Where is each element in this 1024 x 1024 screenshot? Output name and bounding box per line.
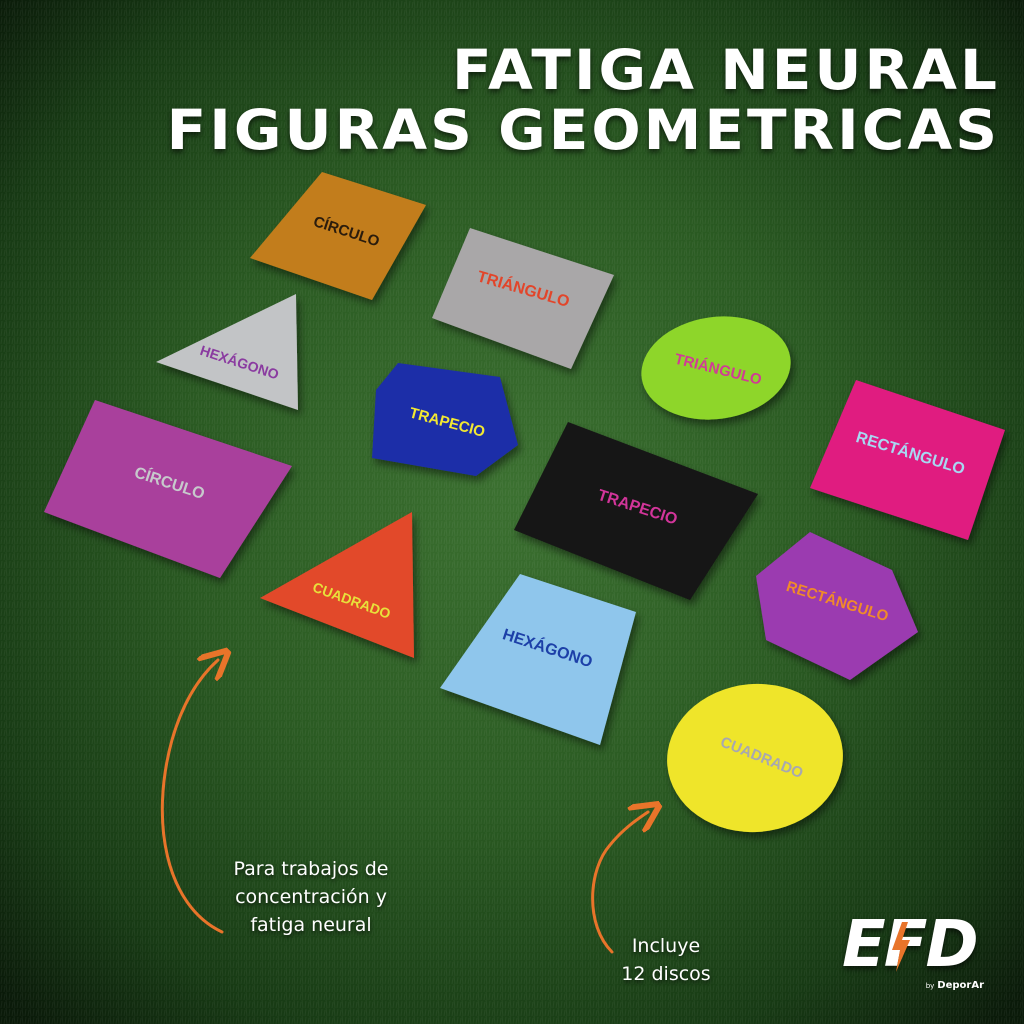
caption-line: concentración y: [235, 886, 387, 908]
caption-concentration: Para trabajos de concentración y fatiga …: [196, 855, 426, 939]
logo-brand-name: DeporAr: [937, 980, 984, 991]
caption-line: Para trabajos de: [233, 858, 389, 880]
disc-orange-square[interactable]: CÍRCULO: [250, 172, 426, 300]
disc-red-triangle[interactable]: CUADRADO: [260, 512, 414, 658]
caption-line: fatiga neural: [250, 914, 372, 936]
disc-black-rectangle[interactable]: TRAPECIO: [514, 422, 758, 600]
disc-grey-square[interactable]: TRIÁNGULO: [432, 228, 614, 369]
caption-line: 12 discos: [621, 963, 711, 985]
disc-yellow-circle[interactable]: CUADRADO: [661, 677, 849, 840]
disc-purple-rectangle[interactable]: CÍRCULO: [44, 400, 292, 578]
title-line-2: FIGURAS GEOMETRICAS: [166, 97, 1000, 163]
disc-green-circle[interactable]: TRIÁNGULO: [635, 307, 798, 429]
logo-mark: EFD: [842, 908, 979, 982]
disc-lightblue-trapezoid[interactable]: HEXÁGONO: [440, 574, 636, 745]
disc-magenta-rectangle[interactable]: RECTÁNGULO: [810, 380, 1005, 540]
caption-line: Incluye: [631, 935, 701, 957]
arrow-right: [591, 812, 648, 954]
title-line-1: FATIGA NEURAL: [452, 37, 1000, 103]
disc-blue-hexagon[interactable]: TRAPECIO: [372, 363, 518, 476]
caption-includes: Incluye 12 discos: [596, 932, 736, 988]
disc-purple-hexagon[interactable]: RECTÁNGULO: [756, 532, 918, 680]
disc-grey-triangle[interactable]: HEXÁGONO: [156, 294, 298, 410]
bolt-icon: [892, 922, 910, 972]
arrow-left: [160, 660, 222, 934]
logo-by: by: [925, 982, 935, 990]
